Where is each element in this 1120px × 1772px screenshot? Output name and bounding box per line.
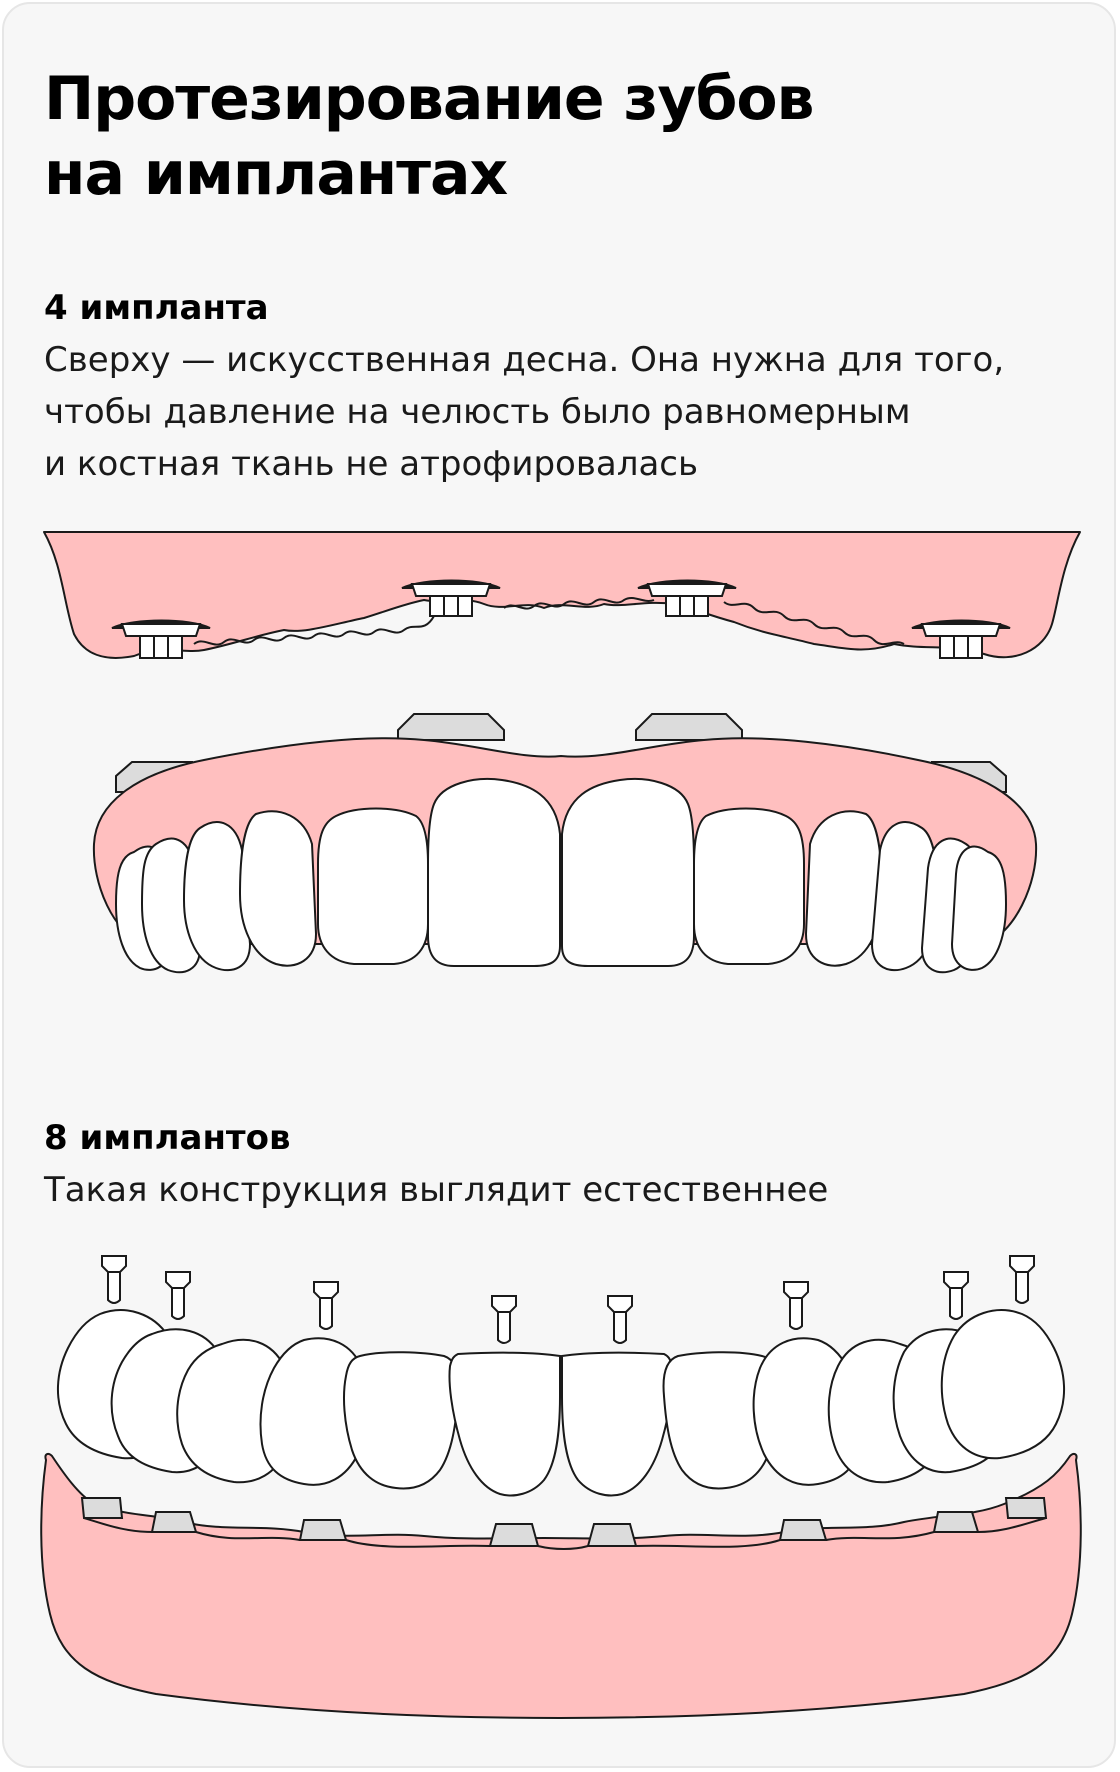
implant-post	[943, 1271, 969, 1320]
section-8-implants-heading: 8 имплантов	[44, 1118, 291, 1158]
section-4-implants-description: Сверху — искусственная десна. Она нужна …	[44, 334, 1084, 490]
description-line: и костная ткань не атрофировалась	[44, 444, 699, 484]
description-line: Такая конструкция выглядит естественнее	[44, 1170, 829, 1210]
section-8-implants-description: Такая конструкция выглядит естественнее	[44, 1164, 1084, 1216]
illustration-layer	[40, 531, 1082, 1720]
implant-post	[101, 1255, 127, 1304]
implant-post	[165, 1271, 191, 1320]
implant-post	[607, 1295, 633, 1344]
eight-implant-crowns	[57, 1309, 1065, 1497]
implant-connector	[401, 579, 501, 617]
eight-implant-lower-gum	[40, 1452, 1082, 1720]
implant-post	[1009, 1255, 1035, 1304]
eight-implant-posts	[101, 1255, 1035, 1344]
page-title: Протезирование зубов на имплантах	[44, 62, 1044, 212]
implant-post	[313, 1281, 339, 1330]
implant-connector	[111, 619, 211, 659]
four-implant-denture	[92, 713, 1038, 974]
title-line-1: Протезирование зубов	[44, 64, 815, 134]
implant-post	[783, 1281, 809, 1330]
description-line: чтобы давление на челюсть было равномерн…	[44, 392, 911, 432]
implant-post	[491, 1295, 517, 1344]
four-implant-upper-gum	[43, 531, 1081, 659]
implant-connector	[911, 619, 1011, 659]
section-4-implants-heading: 4 импланта	[44, 288, 269, 328]
description-line: Сверху — искусственная десна. Она нужна …	[44, 340, 1005, 380]
implant-connector	[637, 579, 737, 617]
title-line-2: на имплантах	[44, 139, 508, 209]
